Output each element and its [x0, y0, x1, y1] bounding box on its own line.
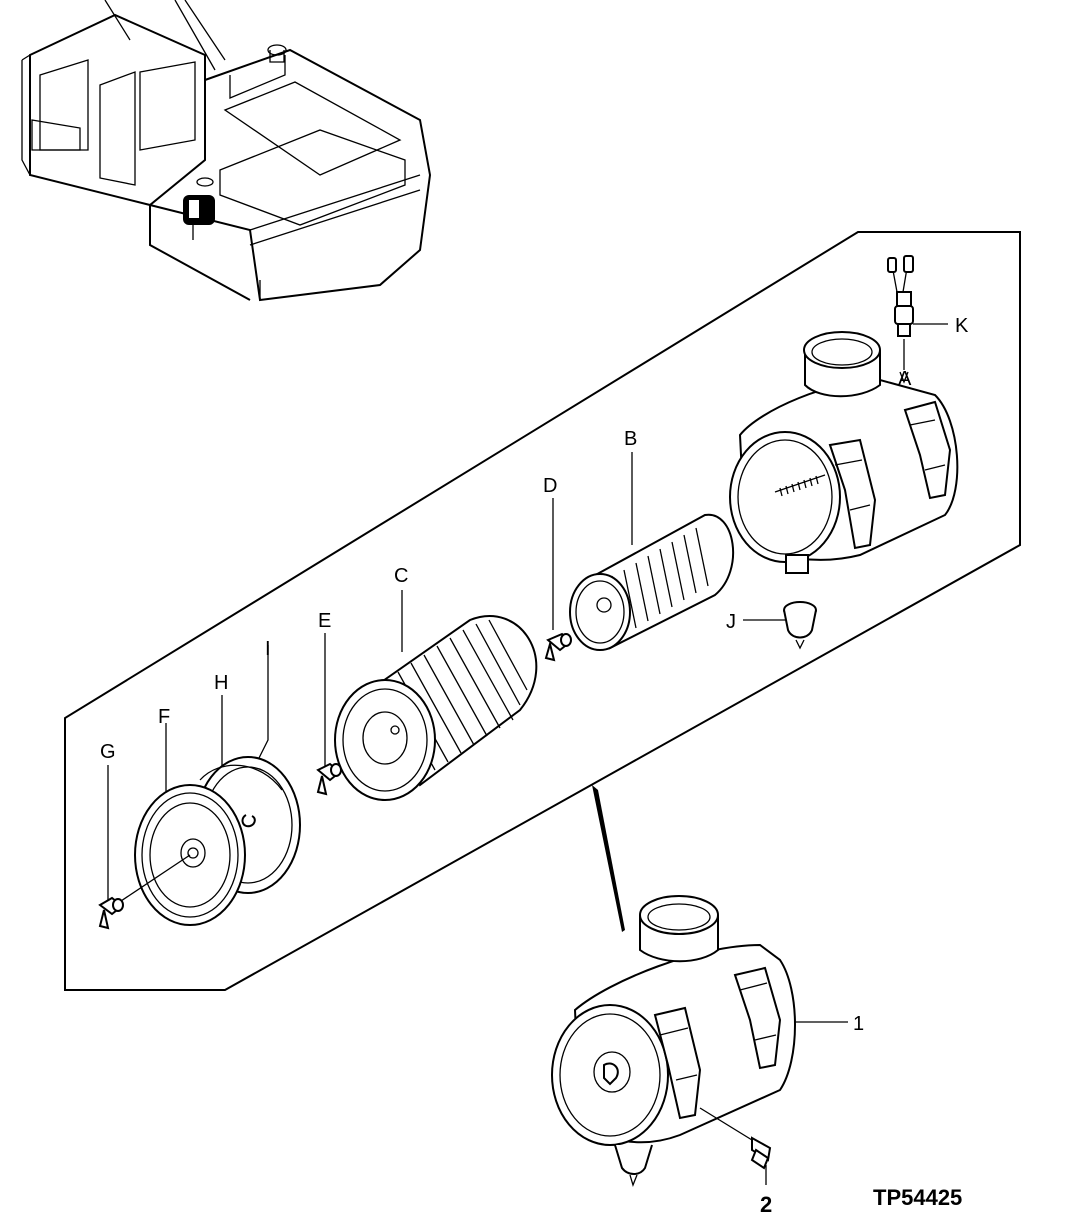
callout-f: F — [158, 706, 170, 728]
safety-element — [569, 513, 735, 651]
callout-g: G — [100, 741, 116, 763]
callout-h: H — [214, 672, 228, 694]
wing-nut-e — [316, 762, 342, 796]
primary-element — [334, 615, 538, 801]
callout-a: A — [898, 368, 912, 390]
callout-d: D — [543, 475, 557, 497]
restriction-indicator — [887, 255, 914, 384]
wing-nut-g — [98, 854, 191, 930]
callout-labels: A B C D E F G H I J K 1 2 TP54425 — [100, 315, 969, 1217]
excavator-locator-view — [21, 0, 432, 302]
figure-id: TP54425 — [873, 1185, 962, 1210]
leader-lines — [107, 323, 948, 1185]
callout-e: E — [318, 610, 331, 632]
vacuator-valve — [783, 601, 817, 650]
callout-1: 1 — [853, 1013, 864, 1035]
callout-2: 2 — [760, 1192, 772, 1217]
callout-k: K — [955, 315, 969, 337]
callout-b: B — [624, 428, 637, 450]
callout-i: I — [265, 638, 271, 660]
assembly-arrow — [592, 785, 625, 932]
assembled-air-cleaner — [551, 895, 796, 1187]
wing-nut-d — [544, 632, 572, 662]
callout-c: C — [394, 565, 408, 587]
cap-screw — [699, 1107, 772, 1170]
exploded-view-frame — [64, 231, 1021, 991]
callout-j: J — [726, 611, 736, 633]
retaining-clip — [241, 814, 256, 828]
air-cleaner-housing — [729, 331, 959, 574]
